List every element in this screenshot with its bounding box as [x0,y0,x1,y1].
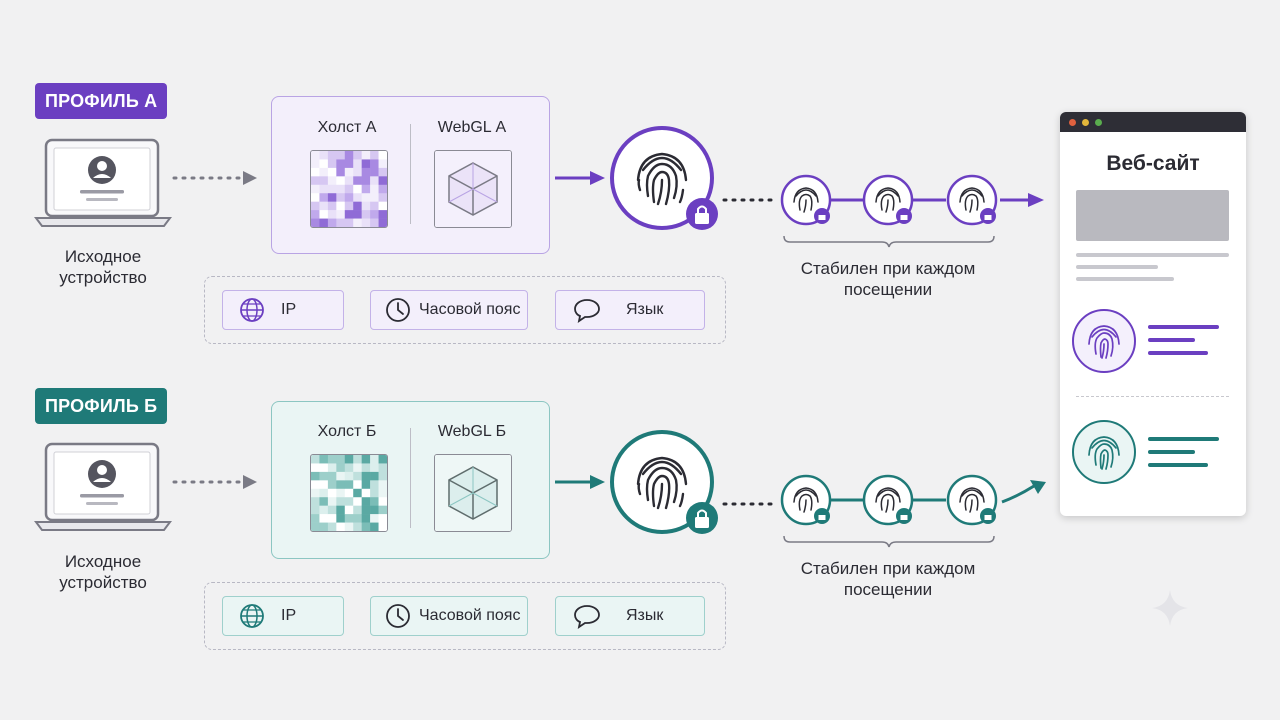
cube-icon [435,151,511,227]
text-line [1076,277,1174,281]
fingerprint-icon [1072,420,1136,484]
language-chip-a: Язык [555,290,705,330]
stable-label-b: Стабилен при каждом посещении [800,559,976,599]
laptop-icon [34,442,172,531]
website-browser-window: Веб-сайт [1060,112,1246,516]
canvas-label-b: Холст Б [317,423,377,440]
attributes-group-a [204,276,726,344]
hero-image-placeholder [1076,190,1229,241]
globe-icon [240,604,264,628]
webgl-cube-tile-b [434,454,512,532]
small-fingerprint-icon [862,474,914,526]
chip-label: Часовой пояс [419,301,521,318]
fingerprint-icon [1072,309,1136,373]
dotted-arrow-b [172,475,257,489]
dotted-connector-a [722,198,774,202]
device-label-a: Исходное устройство [59,247,147,287]
profile-b-badge: ПРОФИЛЬ Б [35,388,168,424]
brace-a [783,235,995,248]
clock-icon [386,298,410,322]
arrow-a [555,171,605,185]
profile-b-data-line [1148,463,1208,467]
fingerprint-icon [610,126,718,230]
browser-title-bar [1060,112,1246,132]
small-fingerprint-icon [946,474,998,526]
ip-chip-a: IP [222,290,344,330]
chip-label: IP [281,607,297,624]
small-fingerprint-icon [862,174,914,226]
small-fingerprint-icon [780,474,832,526]
small-fingerprint-icon [946,174,998,226]
arrow-b [555,475,605,489]
minimize-dot-icon [1082,119,1089,126]
stable-label-a: Стабилен при каждом посещении [800,259,976,299]
pixel-noise-pattern [311,151,387,227]
chip-label: Часовой пояс [419,607,521,624]
dotted-connector-b [722,502,774,506]
cube-icon [435,455,511,531]
profile-a-badge: ПРОФИЛЬ А [35,83,168,119]
canvas-noise-tile-b [310,454,388,532]
section-divider [1076,396,1229,397]
maximize-dot-icon [1095,119,1102,126]
lock-icon [695,205,709,224]
pixel-noise-pattern [311,455,387,531]
clock-icon [386,604,410,628]
profile-a-data-line [1148,351,1208,355]
speech-bubble-icon [574,605,600,629]
panel-divider [410,428,411,528]
webgl-cube-tile-a [434,150,512,228]
language-chip-b: Язык [555,596,705,636]
canvas-label-a: Холст А [317,119,377,136]
laptop-icon [34,138,172,227]
chip-label: Язык [626,607,664,624]
visit-chain-a [780,174,1044,226]
text-line [1076,253,1229,257]
dotted-arrow-a [172,171,257,185]
lock-icon [695,509,709,528]
webgl-label-a: WebGL А [437,119,507,136]
timezone-chip-a: Часовой пояс [370,290,528,330]
brace-b [783,535,995,548]
text-line [1076,265,1158,269]
small-fingerprint-icon [780,174,832,226]
attributes-group-b [204,582,726,650]
chip-label: Язык [626,301,664,318]
ip-chip-b: IP [222,596,344,636]
canvas-noise-tile-a [310,150,388,228]
speech-bubble-icon [574,299,600,323]
webgl-label-b: WebGL Б [437,423,507,440]
profile-a-data-line [1148,338,1195,342]
timezone-chip-b: Часовой пояс [370,596,528,636]
sparkle-icon [1152,590,1188,626]
globe-icon [240,298,264,322]
profile-b-data-line [1148,437,1219,441]
close-dot-icon [1069,119,1076,126]
chip-label: IP [281,301,297,318]
panel-divider [410,124,411,224]
device-label-b: Исходное устройство [59,552,147,592]
website-title: Веб-сайт [1106,152,1200,175]
fingerprint-icon [610,430,718,534]
profile-b-data-line [1148,450,1195,454]
visit-chain-b [780,474,1046,526]
profile-a-data-line [1148,325,1219,329]
